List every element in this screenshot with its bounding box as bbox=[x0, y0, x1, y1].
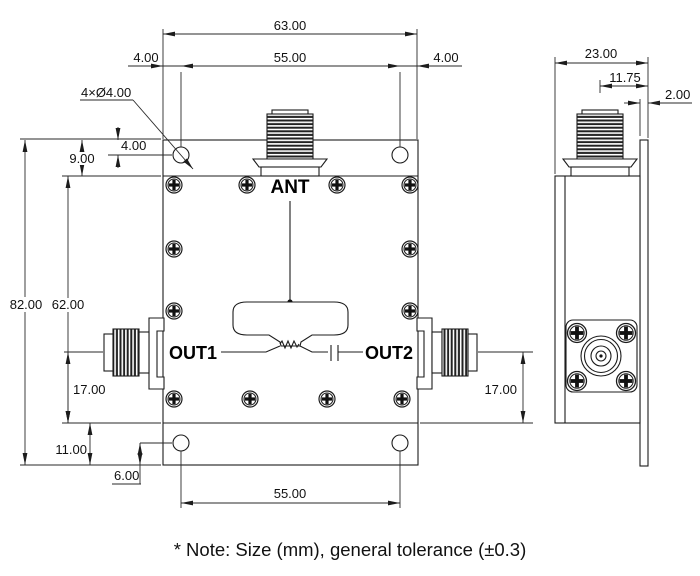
screw-icon bbox=[393, 390, 411, 408]
corner-hole bbox=[172, 434, 190, 452]
dim-hole-from-bottom: 6.00 bbox=[114, 468, 139, 483]
dim-overall-width: 63.00 bbox=[274, 18, 307, 33]
screw-icon bbox=[615, 322, 637, 344]
side-top-connector bbox=[561, 109, 639, 177]
side-view: 23.00 11.75 2.00 bbox=[554, 46, 692, 467]
dim-body-height: 62.00 bbox=[52, 297, 85, 312]
out1-label: OUT1 bbox=[169, 343, 217, 363]
screw-icon bbox=[615, 370, 637, 392]
front-dims-top: 63.00 4.00 55.00 4.00 4×Ø4.00 bbox=[80, 18, 462, 170]
screw-icon bbox=[238, 176, 256, 194]
dim-hole-span-bottom: 55.00 bbox=[274, 486, 307, 501]
dim-overall-depth: 23.00 bbox=[585, 46, 618, 61]
dim-hole-edge-left: 4.00 bbox=[133, 50, 158, 65]
screw-icon bbox=[165, 302, 183, 320]
screw-icon bbox=[165, 390, 183, 408]
dim-bottom-lip: 11.00 bbox=[55, 442, 87, 457]
out1-wire bbox=[221, 345, 281, 353]
resistor-symbol bbox=[279, 339, 300, 350]
screw-icon bbox=[318, 390, 336, 408]
screw-icon bbox=[241, 390, 259, 408]
dim-connector-offset: 11.75 bbox=[609, 70, 641, 85]
screw-icon bbox=[566, 370, 588, 392]
dim-overall-height: 82.00 bbox=[10, 297, 43, 312]
sma-flange-face bbox=[565, 319, 638, 393]
corner-hole bbox=[391, 434, 409, 452]
capacitor-symbol bbox=[330, 345, 339, 361]
out2-label: OUT2 bbox=[365, 343, 413, 363]
drawing-note: * Note: Size (mm), general tolerance (±0… bbox=[174, 539, 527, 560]
side-plate bbox=[639, 139, 649, 467]
front-dims-left: 4.00 9.00 82.00 62.00 17.00 11.00 bbox=[7, 127, 172, 485]
corner-hole bbox=[391, 146, 409, 164]
dim-plate-thickness: 2.00 bbox=[665, 87, 690, 102]
screw-icon bbox=[165, 240, 183, 258]
dim-hole-span-top: 55.00 bbox=[274, 50, 307, 65]
front-view: ANT OUT1 OUT2 63.00 4.00 55.00 4.00 4×Ø4… bbox=[7, 18, 533, 508]
screw-icon bbox=[328, 176, 346, 194]
screw-icon bbox=[165, 176, 183, 194]
screw-icon bbox=[401, 176, 419, 194]
out1-connector bbox=[103, 317, 165, 390]
ant-label: ANT bbox=[270, 177, 309, 198]
dim-out2-height: 17.00 bbox=[484, 382, 517, 397]
out2-wire bbox=[299, 345, 328, 353]
dim-top-lip: 9.00 bbox=[69, 151, 94, 166]
screw-icon bbox=[566, 322, 588, 344]
dim-out1-height: 17.00 bbox=[73, 382, 106, 397]
dim-hole-callout: 4×Ø4.00 bbox=[81, 85, 131, 100]
dim-hole-edge-right: 4.00 bbox=[433, 50, 458, 65]
divider-trace bbox=[221, 201, 363, 361]
side-dims: 23.00 11.75 2.00 bbox=[554, 46, 692, 174]
screw-icon bbox=[401, 302, 419, 320]
front-dims-bottom-right: 55.00 17.00 bbox=[180, 351, 533, 508]
out2-connector bbox=[416, 317, 478, 390]
screw-icon bbox=[401, 240, 419, 258]
ant-connector bbox=[251, 109, 329, 177]
dim-hole-from-top: 4.00 bbox=[121, 138, 146, 153]
